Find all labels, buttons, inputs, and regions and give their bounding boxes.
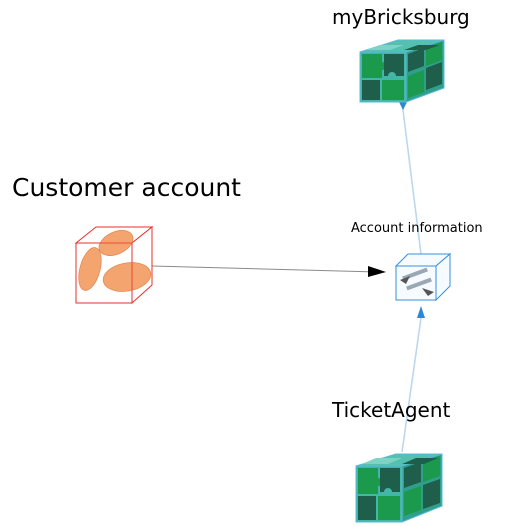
arrowhead-customer-to-info (368, 266, 386, 277)
node-mybricksburg[interactable]: myBricksburg (332, 5, 470, 103)
puzzle-cube-icon (359, 39, 445, 103)
node-ticketagent[interactable]: TicketAgent (331, 398, 451, 523)
information-cube-icon (394, 252, 452, 302)
customer-cube-icon (74, 225, 154, 305)
connectors (151, 101, 425, 453)
mybricksburg-label: myBricksburg (332, 5, 470, 29)
node-customer-account[interactable]: Customer account (12, 173, 241, 305)
arrowhead-ticketagent (417, 306, 425, 318)
link-customer-to-info[interactable] (151, 265, 379, 273)
ticketagent-label: TicketAgent (331, 398, 451, 422)
account-information-label: Account information (351, 221, 483, 236)
arrowhead-mybricksburg (399, 102, 407, 110)
node-account-information[interactable]: Account information (351, 221, 483, 302)
puzzle-cube-icon (355, 453, 443, 523)
link-mybricksburg-to-info[interactable] (401, 101, 422, 255)
link-ticketagent-to-info[interactable] (401, 317, 422, 453)
customer-account-label: Customer account (12, 173, 241, 202)
